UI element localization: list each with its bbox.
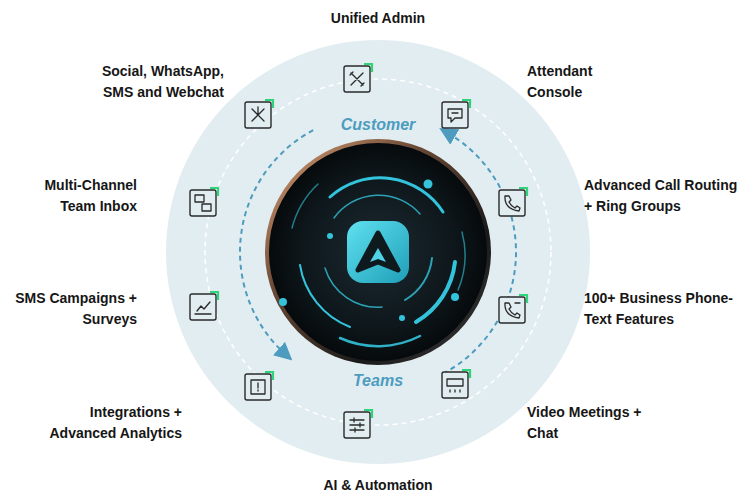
- feature-icon: [499, 188, 527, 216]
- flow-label: Customer: [318, 116, 438, 134]
- feature-label: Video Meetings + Chat: [527, 402, 657, 443]
- feature-icon: [499, 295, 527, 323]
- feature-icon: [245, 372, 273, 400]
- feature-icon: [245, 100, 273, 128]
- feature-label: 100+ Business Phone-Text Features: [584, 288, 746, 329]
- feature-label: SMS Campaigns + Surveys: [4, 288, 137, 329]
- feature-label: AI & Automation: [278, 475, 478, 496]
- feature-icon: [344, 410, 372, 438]
- feature-label: Unified Admin: [278, 8, 478, 29]
- feature-label: Attendant Console: [527, 61, 627, 102]
- feature-icons: [190, 64, 527, 438]
- dashed-ring: [205, 79, 551, 425]
- center-disc: [265, 139, 491, 365]
- feature-icon: [190, 188, 218, 216]
- feature-label: Advanced Call Routing + Ring Groups: [584, 175, 746, 216]
- outer-ring: [166, 40, 590, 464]
- feature-label: Integrations + Advanced Analytics: [22, 402, 182, 443]
- feature-label: Social, WhatsApp, SMS and Webchat: [74, 61, 224, 102]
- feature-icon: [442, 370, 470, 398]
- feature-icon: [344, 64, 372, 92]
- flow-arrows: [240, 130, 516, 374]
- feature-icon: [442, 100, 470, 128]
- feature-icon: [190, 292, 218, 320]
- feature-label: Multi-Channel Team Inbox: [7, 175, 137, 216]
- flow-label: Teams: [318, 372, 438, 390]
